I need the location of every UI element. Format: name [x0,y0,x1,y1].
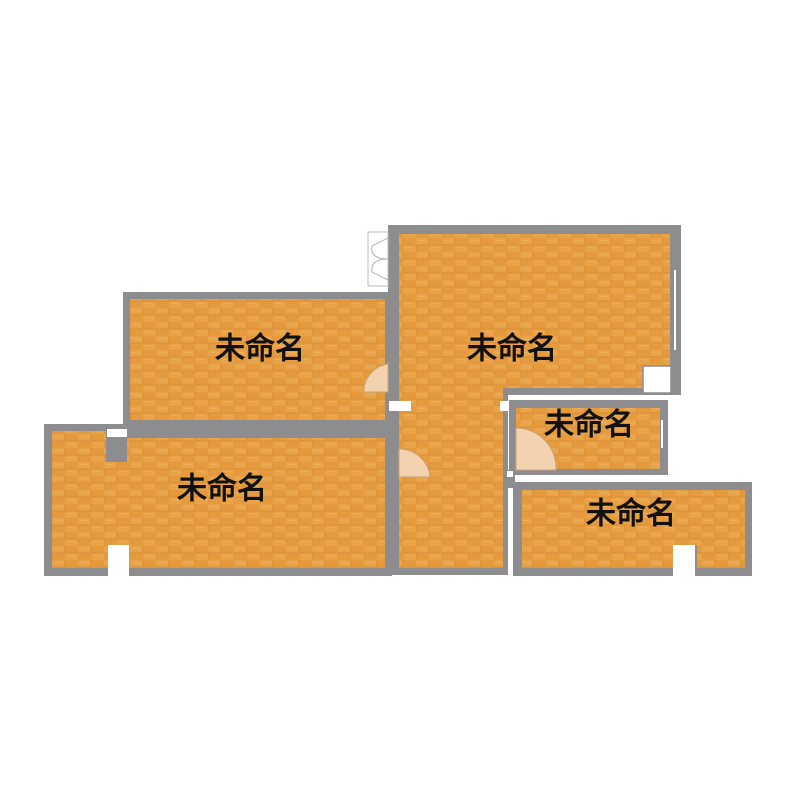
room-upper-left: 未命名 [123,292,392,429]
room-label: 未命名 [586,497,676,532]
room-living-main: 未命名 [388,225,681,575]
room-lower-right: 未命名 [513,482,752,576]
wall-opening [107,429,127,437]
door-lower-left[interactable] [398,448,431,478]
entrance-door[interactable] [367,231,389,287]
room-small-right: 未命名 [509,400,668,475]
wall-opening [507,471,513,477]
room-lower-left: 未命名 [44,424,392,576]
room-label: 未命名 [177,472,267,507]
column [642,365,672,394]
room-label: 未命名 [215,332,305,367]
room-label: 未命名 [467,332,557,367]
room-label: 未命名 [544,408,634,443]
wall-opening [500,401,510,411]
door-small-right[interactable] [515,427,557,471]
wall-opening [389,401,411,411]
door-upper-left[interactable] [363,363,389,393]
